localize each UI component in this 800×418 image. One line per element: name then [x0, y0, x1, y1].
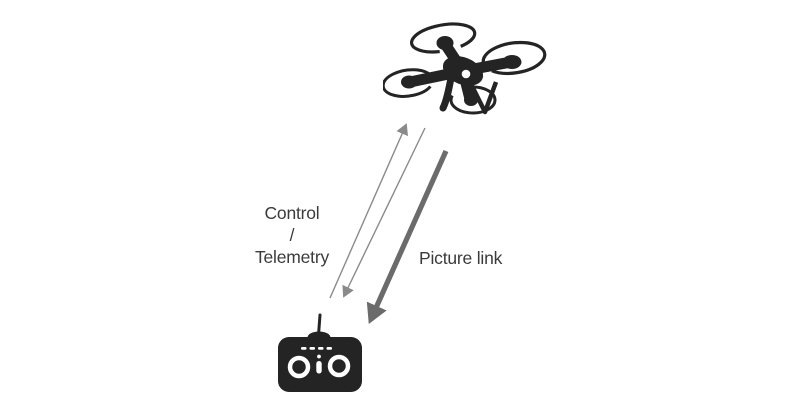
quadcopter-drone-icon	[383, 22, 547, 115]
rc-transmitter-icon	[278, 313, 362, 392]
telemetry-downlink-arrow	[342, 127, 426, 298]
picture-link-label: Picture link	[419, 248, 503, 268]
control-label-line2: /	[289, 225, 295, 245]
control-label-line1: Control	[264, 203, 320, 223]
control-uplink-arrow	[329, 123, 408, 299]
control-telemetry-label: Control / Telemetry	[227, 202, 357, 268]
picture-link-arrow	[366, 149, 449, 324]
right-joystick	[327, 354, 351, 378]
drone-camera-dot	[461, 69, 471, 79]
control-label-line3: Telemetry	[254, 247, 330, 267]
left-joystick	[287, 355, 311, 379]
